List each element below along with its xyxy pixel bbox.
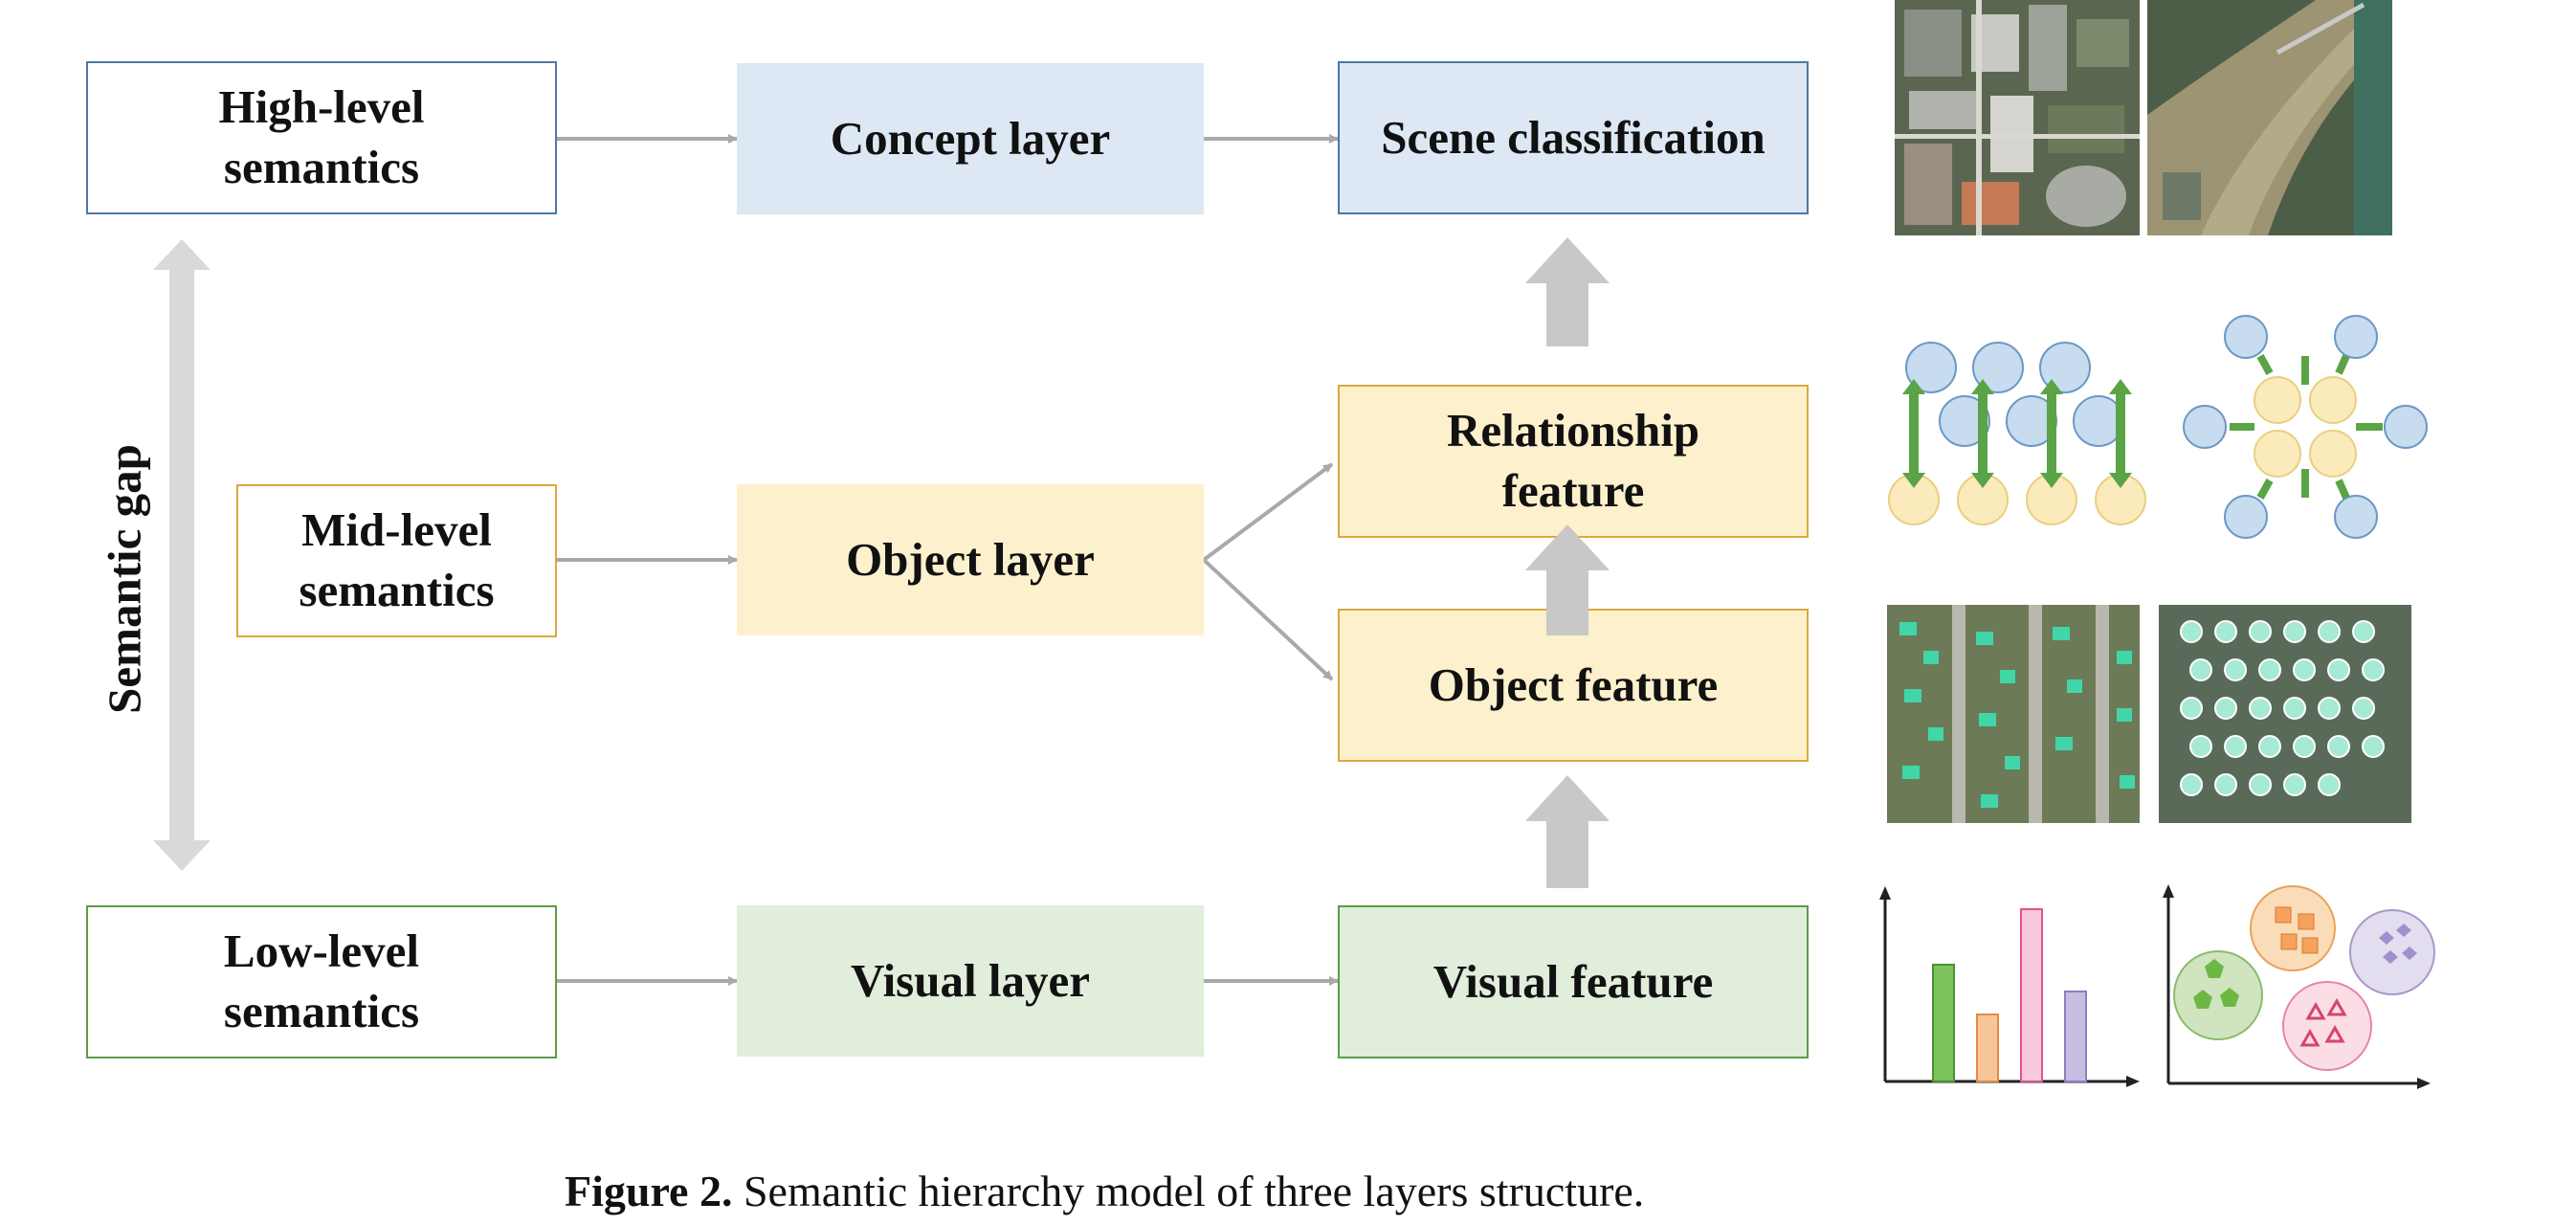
cluster-scatter-chart [2163,884,2435,1089]
low-level-semantics-label: Low-level semantics [223,924,420,1037]
object-layer-label: Object layer [846,532,1095,586]
semantic-gap-arrow [153,239,211,871]
block-arrow-visual-to-object [1525,775,1610,888]
tank-farm-aerial-detected-objects [2159,605,2411,823]
visual-feature-label: Visual feature [1432,954,1714,1008]
visual-layer-label: Visual layer [851,953,1090,1007]
visual-feature-box: Visual feature [1338,905,1809,1058]
semantic-gap-label: Semantic gap [98,444,151,714]
arrow-object-to-relationship [1202,462,1334,562]
residential-aerial-detected-objects [1887,605,2140,823]
scene-classification-box: Scene classification [1338,61,1809,214]
caption-label: Figure 2. [565,1167,733,1215]
relationship-feature-label: Relationship feature [1446,404,1700,517]
radial-relationship-graph [2183,315,2428,539]
mid-level-semantics-label: Mid-level semantics [299,503,495,616]
urban-aerial-image [1895,0,2140,235]
object-feature-label: Object feature [1428,657,1719,711]
vertical-relationship-graph [1888,342,2146,525]
block-arrow-relationship-to-scene [1525,237,1610,346]
visual-layer-box: Visual layer [737,905,1204,1057]
object-layer-box: Object layer [737,484,1204,635]
mid-level-semantics-box: Mid-level semantics [236,484,557,637]
arrow-object-to-object-feature [1202,558,1334,681]
river-aerial-image [2147,0,2392,235]
relationship-feature-box: Relationship feature [1338,385,1809,538]
high-level-semantics-box: High-level semantics [86,61,557,214]
object-feature-box: Object feature [1338,609,1809,762]
caption-text: Semantic hierarchy model of three layers… [743,1167,1645,1215]
high-level-semantics-label: High-level semantics [218,80,425,193]
figure-caption: Figure 2. Semantic hierarchy model of th… [565,1166,1644,1216]
scene-classification-label: Scene classification [1381,110,1765,164]
concept-layer-label: Concept layer [830,111,1111,165]
concept-layer-box: Concept layer [737,63,1204,214]
histogram-chart [1879,886,2140,1087]
low-level-semantics-box: Low-level semantics [86,905,557,1058]
